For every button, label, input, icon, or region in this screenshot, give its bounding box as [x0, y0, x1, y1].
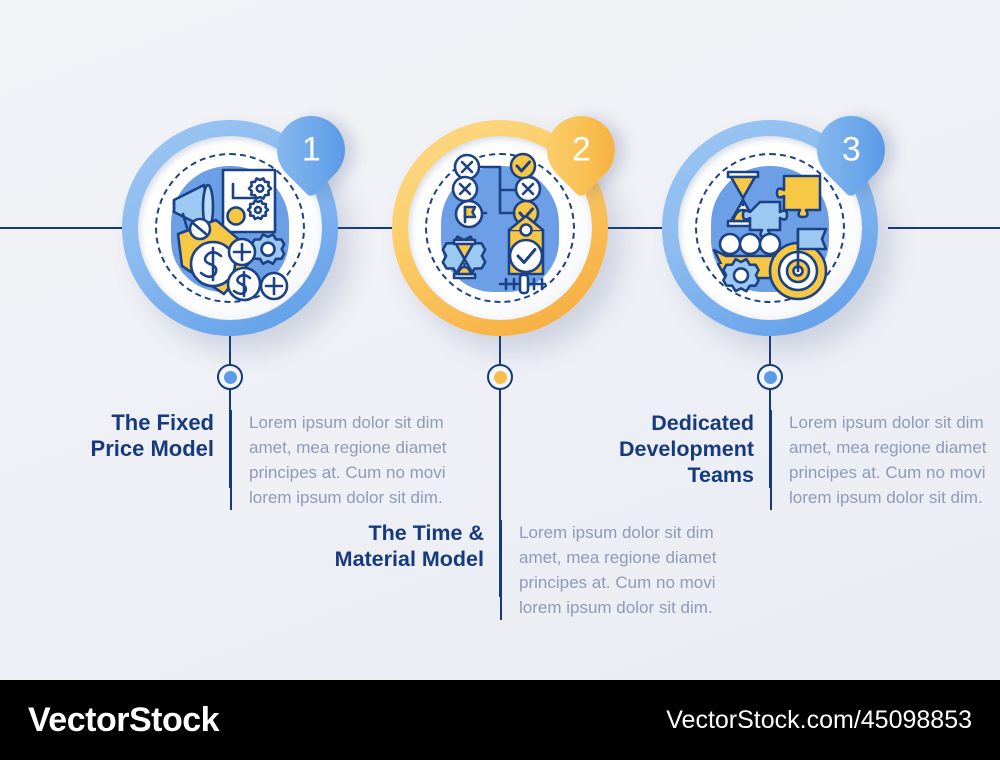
vectorstock-url: VectorStock.com/45098853: [666, 705, 972, 734]
dot-fill: [493, 370, 507, 384]
step-circle-1[interactable]: 1: [122, 101, 360, 336]
dashed-circle-icon: [425, 153, 575, 303]
timeline-segment-mid-2: [607, 227, 679, 229]
step-3-icon-art: [712, 170, 828, 301]
step-circle-2[interactable]: 2: [392, 101, 630, 336]
timeline-dot-2[interactable]: [487, 364, 513, 390]
step-1-icon-art: [172, 168, 289, 302]
watermark-footer: VectorStock VectorStock.com/45098853: [0, 680, 1000, 760]
step-2-title: The Time & Material Model: [334, 521, 484, 571]
step-1-divider: [230, 410, 232, 510]
step-1-number: 1: [301, 131, 321, 170]
step-1-body: Lorem ipsum dolor sit dim amet, mea regi…: [249, 413, 447, 507]
step-3-illustration: [678, 136, 862, 320]
step-3-body: Lorem ipsum dolor sit dim amet, mea regi…: [789, 413, 987, 507]
timeline-segment-left: [0, 227, 128, 229]
step-2-text-block: The Time & Material Model Lorem ipsum do…: [320, 520, 750, 620]
stem-step-2: [499, 322, 501, 597]
stem-step-1: [229, 322, 231, 488]
timeline-segment-mid-1: [338, 227, 408, 229]
step-2-number: 2: [571, 131, 591, 170]
timeline-dot-3[interactable]: [757, 364, 783, 390]
dot-fill: [763, 370, 777, 384]
step-circle-3[interactable]: 3: [662, 101, 900, 336]
dashed-circle-icon: [695, 153, 845, 303]
timeline-segment-right: [888, 227, 1000, 229]
step-3-divider: [770, 410, 772, 510]
stem-step-3: [769, 322, 771, 488]
step-3-number: 3: [841, 131, 861, 170]
step-1-illustration: [138, 136, 322, 320]
step-2-divider: [500, 520, 502, 620]
vectorstock-logo: VectorStock: [28, 700, 220, 739]
dot-fill: [223, 370, 237, 384]
step-2-icon-art: [441, 152, 547, 295]
step-1-text-block: The Fixed Price Model Lorem ipsum dolor …: [60, 410, 480, 510]
step-2-body: Lorem ipsum dolor sit dim amet, mea regi…: [519, 523, 717, 617]
step-3-text-block: Dedicated Development Teams Lorem ipsum …: [555, 410, 1000, 510]
dashed-circle-icon: [155, 153, 305, 303]
step-3-title: Dedicated Development Teams: [618, 411, 754, 487]
step-1-title: The Fixed Price Model: [90, 410, 214, 461]
infographic-canvas: 1 The Fixed Price Model Lorem ipsum dolo…: [0, 0, 1000, 680]
timeline-dot-1[interactable]: [217, 364, 243, 390]
